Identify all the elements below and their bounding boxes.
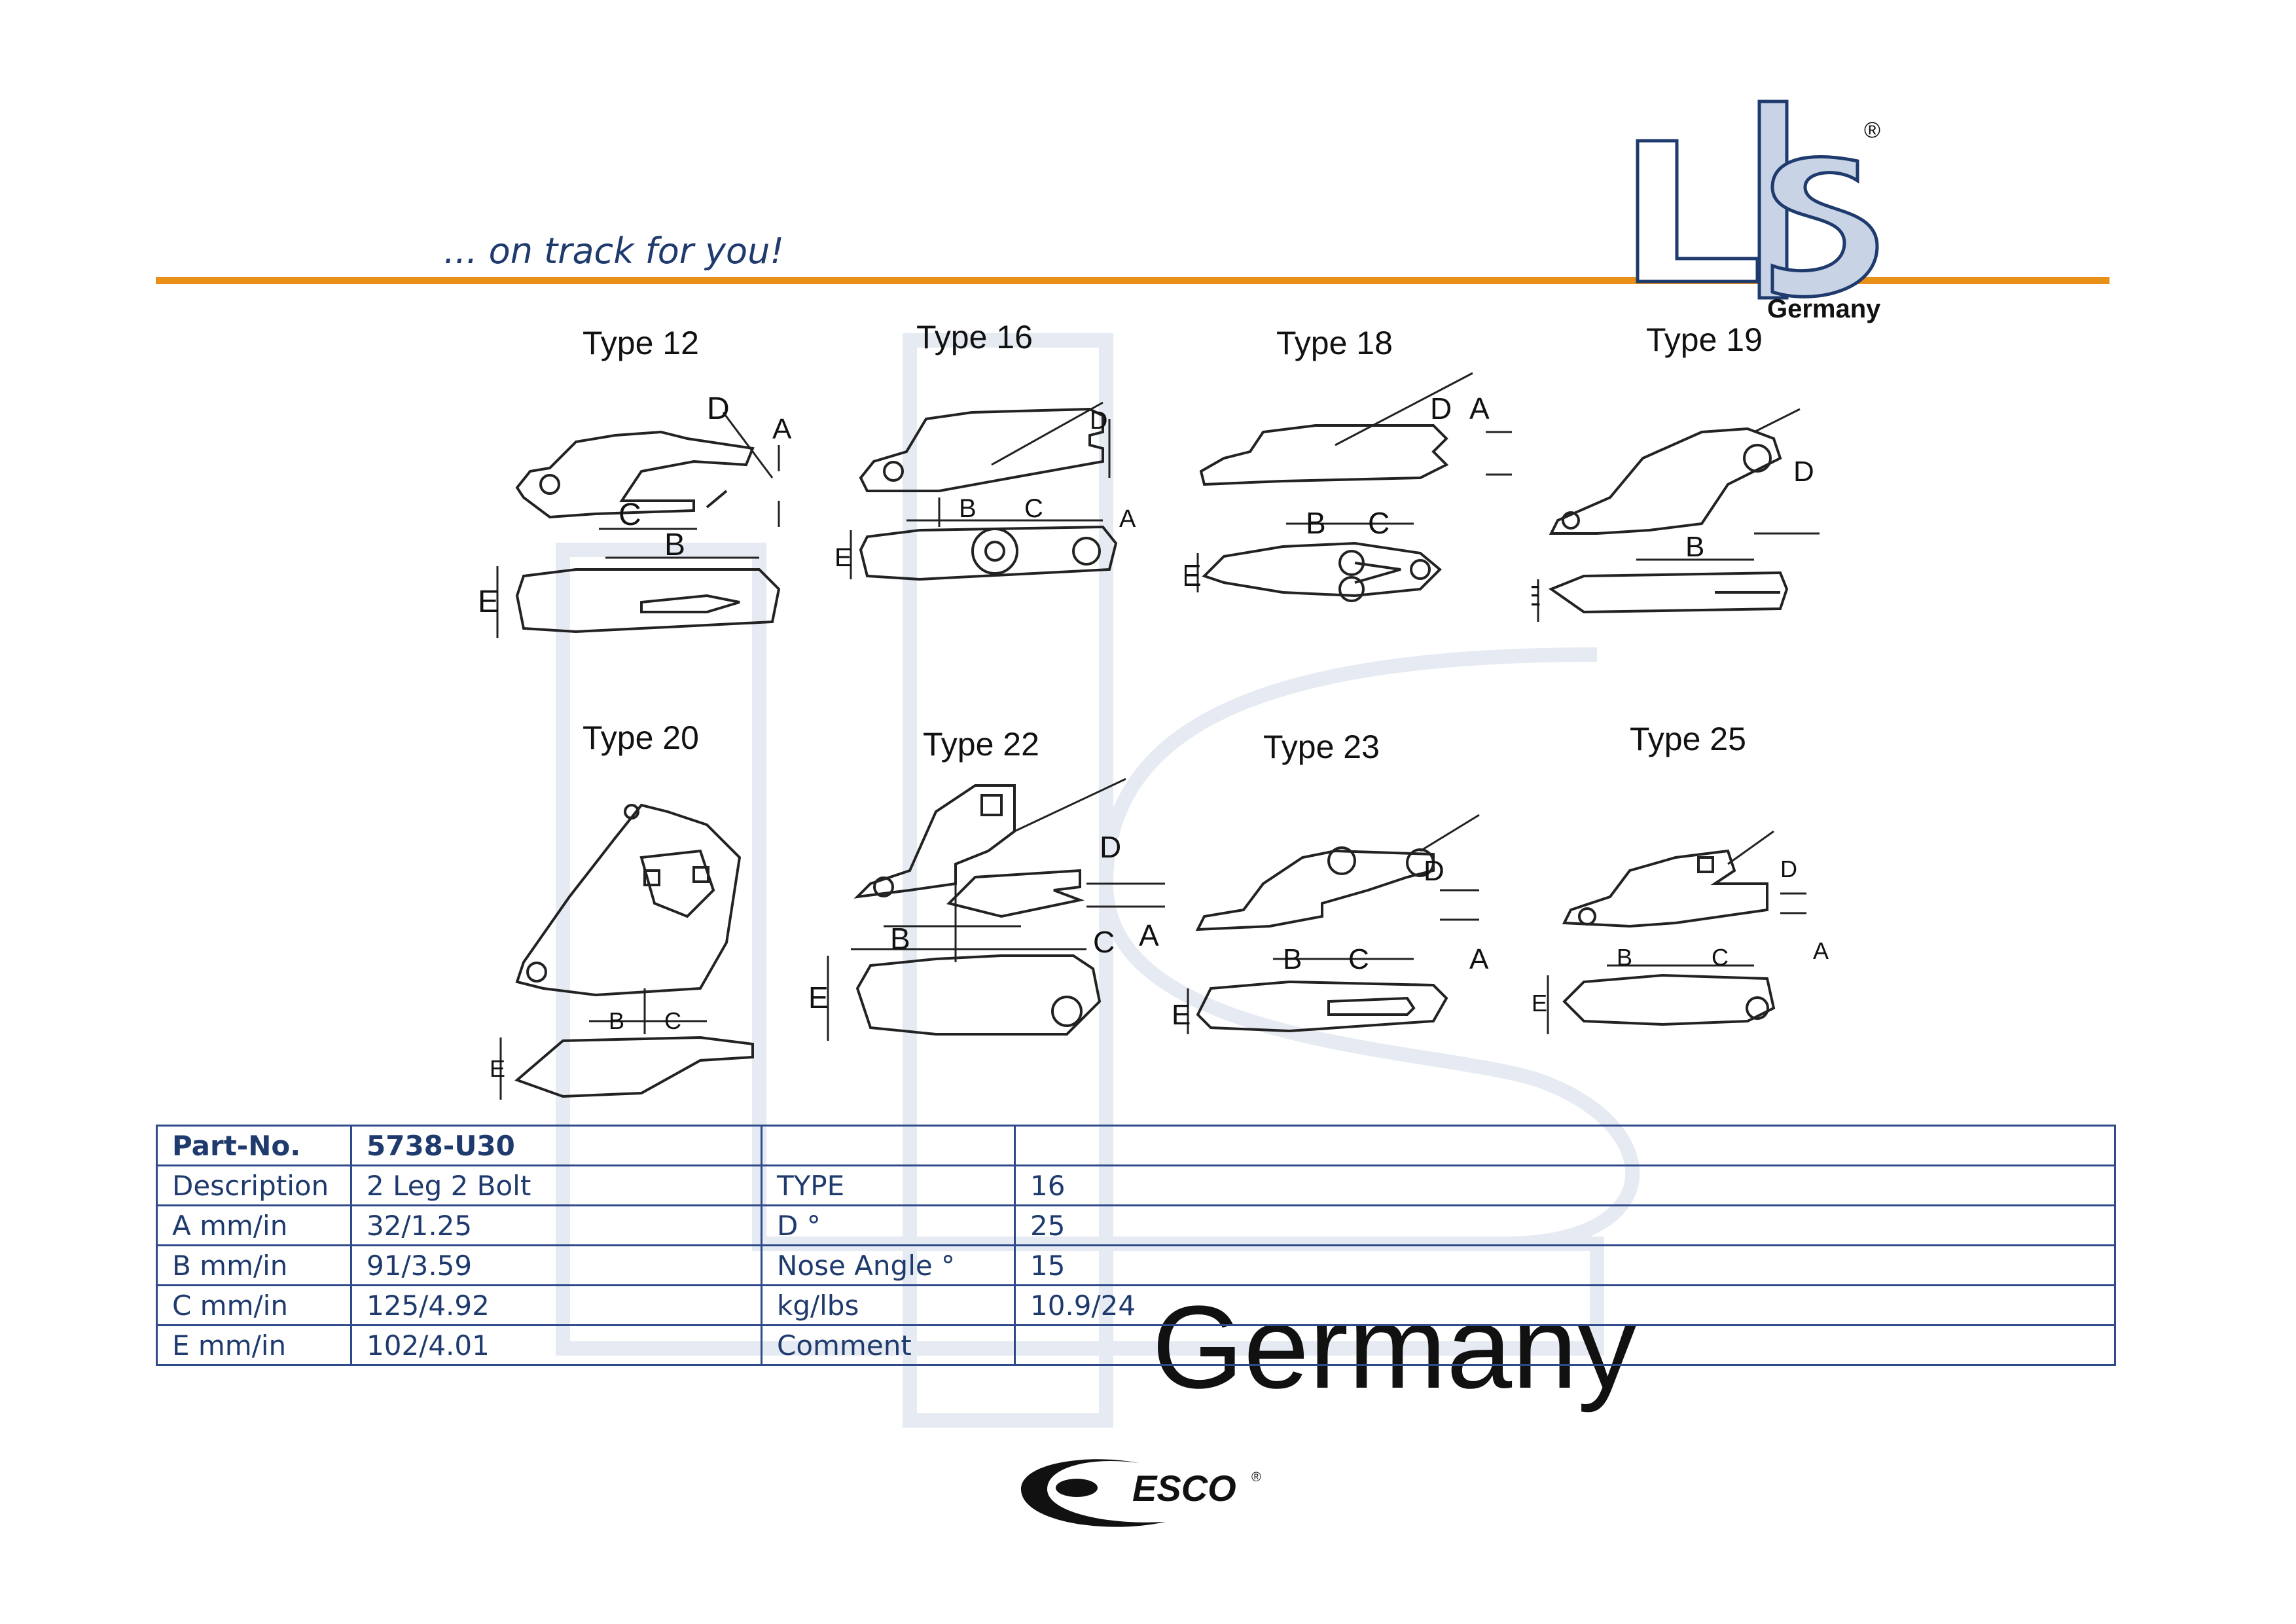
type-18-dim-a: A: [1469, 391, 1490, 425]
row-label: Description: [156, 1164, 352, 1206]
table-row: Description 2 Leg 2 Bolt TYPE 16: [156, 1164, 2116, 1206]
type-16-dim-a: A: [1119, 505, 1136, 533]
type-25-label: Type 25: [1630, 721, 1746, 757]
type-23-label: Type 23: [1263, 729, 1380, 765]
type-23-dim-d: D: [1424, 855, 1444, 887]
type-18-label: Type 18: [1276, 325, 1393, 361]
part-no-value: 5738-U30: [350, 1125, 762, 1166]
row-label2: Comment: [761, 1324, 1016, 1366]
type-25-dim-b: B: [1617, 944, 1632, 971]
type-18-dim-c: C: [1368, 506, 1390, 540]
type-18-dim-e: E: [1185, 558, 1202, 592]
type-12-dim-e: E: [478, 585, 499, 619]
esco-text: ESCO: [1132, 1468, 1236, 1509]
type-19-dim-e: E: [1532, 580, 1541, 612]
type-12-dim-d: D: [707, 391, 730, 426]
table-cell: [1014, 1125, 2116, 1166]
table-row: B mm/in 91/3.59 Nose Angle ° 15: [156, 1244, 2116, 1286]
type-25-dim-e: E: [1532, 990, 1547, 1017]
type-16-label: Type 16: [916, 319, 1033, 355]
type-23-dim-e: E: [1172, 999, 1191, 1031]
type-25-dim-c: C: [1712, 944, 1729, 971]
type-22-dim-e: E: [808, 981, 829, 1015]
table-row: A mm/in 32/1.25 D ° 25: [156, 1204, 2116, 1246]
type-12-diagram: D A C B E: [478, 391, 792, 638]
type-16-dim-c: C: [1024, 494, 1043, 523]
type-16-dim-e: E: [834, 543, 852, 572]
type-19-dim-d: D: [1793, 456, 1814, 488]
table-cell: [761, 1125, 1016, 1166]
tagline: ... on track for you!: [444, 230, 784, 272]
row-value2: [1014, 1324, 2116, 1366]
type-16-diagram: D B C A E: [834, 401, 1136, 581]
part-no-label: Part-No.: [156, 1125, 352, 1166]
row-value: 125/4.92: [350, 1284, 762, 1326]
logo-subtitle: Germany: [1767, 295, 1881, 323]
type-25-diagram: D B C A E: [1532, 830, 1829, 1034]
row-label2: Nose Angle °: [761, 1244, 1016, 1286]
row-value2: 16: [1014, 1164, 2116, 1206]
type-25-dim-d: D: [1780, 856, 1797, 882]
type-12-dim-c: C: [619, 497, 641, 532]
type-16-dim-d: D: [1090, 407, 1107, 435]
row-label2: TYPE: [761, 1164, 1016, 1206]
table-row: C mm/in 125/4.92 kg/lbs 10.9/24: [156, 1284, 2116, 1326]
type-20-dim-e: E: [490, 1055, 505, 1082]
type-22-dim-c: C: [1093, 925, 1115, 959]
type-19-diagram: D B E: [1532, 408, 1820, 622]
row-label: C mm/in: [156, 1284, 352, 1326]
type-23-dim-a: A: [1469, 943, 1489, 975]
row-value2: 15: [1014, 1244, 2116, 1286]
row-value: 2 Leg 2 Bolt: [350, 1164, 762, 1206]
row-label2: D °: [761, 1204, 1016, 1246]
table-header-row: Part-No. 5738-U30: [156, 1125, 2116, 1166]
row-value: 102/4.01: [350, 1324, 762, 1366]
type-22-diagram: D B C A E: [808, 778, 1165, 1041]
logo-registered-mark: ®: [1864, 118, 1880, 143]
type-18-diagram: D A B C E: [1185, 372, 1512, 602]
type-16-dim-b: B: [959, 494, 977, 523]
row-label2: kg/lbs: [761, 1284, 1016, 1326]
row-label: A mm/in: [156, 1204, 352, 1246]
type-22-dim-b: B: [890, 922, 910, 956]
type-22-dim-d: D: [1100, 830, 1121, 864]
esco-logo: ESCO ®: [1021, 1459, 1261, 1527]
type-23-dim-c: C: [1348, 943, 1369, 975]
type-12-label: Type 12: [583, 325, 699, 361]
table-row: E mm/in 102/4.01 Comment: [156, 1324, 2116, 1366]
spec-table: Part-No. 5738-U30 Description 2 Leg 2 Bo…: [156, 1125, 2116, 1366]
type-20-diagram: B C E: [490, 803, 754, 1100]
row-label: B mm/in: [156, 1244, 352, 1286]
type-19-dim-b: B: [1685, 531, 1704, 563]
type-20-label: Type 20: [583, 719, 699, 756]
esco-registered-mark: ®: [1251, 1470, 1261, 1485]
header-rule: [156, 277, 2109, 284]
type-18-dim-d: D: [1430, 391, 1452, 425]
type-23-dim-b: B: [1283, 943, 1302, 975]
row-value: 32/1.25: [350, 1204, 762, 1246]
type-25-dim-a: A: [1813, 937, 1829, 964]
type-12-dim-b: B: [664, 528, 685, 562]
type-22-dim-a: A: [1139, 918, 1159, 952]
row-value2: 10.9/24: [1014, 1284, 2116, 1326]
type-20-dim-b: B: [609, 1007, 624, 1034]
type-22-label: Type 22: [923, 726, 1039, 763]
type-19-label: Type 19: [1646, 321, 1763, 358]
type-23-diagram: D B C A E: [1172, 814, 1489, 1034]
row-value: 91/3.59: [350, 1244, 762, 1286]
row-label: E mm/in: [156, 1324, 352, 1366]
lis-logo: ® Germany: [1636, 99, 1881, 323]
type-18-dim-b: B: [1306, 506, 1326, 540]
row-value2: 25: [1014, 1204, 2116, 1246]
type-20-dim-c: C: [664, 1007, 681, 1034]
type-12-dim-a: A: [772, 413, 792, 445]
